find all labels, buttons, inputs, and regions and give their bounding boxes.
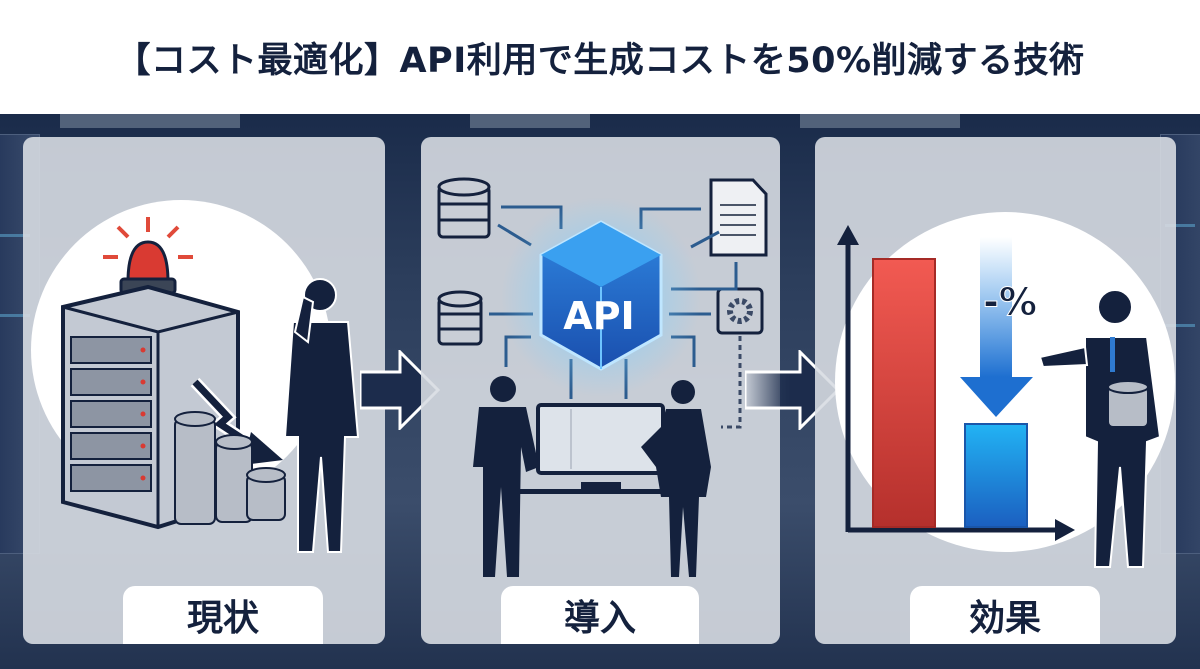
bar-chart-icon xyxy=(837,225,1075,541)
svg-text:-%: -% xyxy=(983,280,1037,324)
server-icon xyxy=(61,284,240,530)
svg-text:API: API xyxy=(563,294,634,338)
label-current-state: 現状 xyxy=(123,586,323,644)
gear-icon xyxy=(716,287,764,335)
database-icon xyxy=(437,290,483,346)
coin-stack-icon xyxy=(1107,380,1149,428)
panel-introduction: API 導入 xyxy=(421,137,780,644)
page-title: 【コスト最適化】API利用で生成コストを50%削減する技術 xyxy=(115,40,1085,81)
panel-effect: -% 効果 xyxy=(815,137,1176,644)
colleagues-icon xyxy=(473,376,711,577)
worried-businessman-icon xyxy=(283,278,360,553)
document-icon xyxy=(709,178,768,257)
down-arrow-icon: -% xyxy=(960,237,1037,417)
coin-stack-icon xyxy=(174,411,286,525)
flow-arrow-icon xyxy=(360,350,440,430)
panel-current-state: 現状 xyxy=(23,137,385,644)
label-effect: 効果 xyxy=(910,586,1100,644)
label-introduction: 導入 xyxy=(501,586,699,644)
alarm-light-icon xyxy=(103,217,193,295)
api-cube-icon: API xyxy=(501,197,701,397)
title-bar: 【コスト最適化】API利用で生成コストを50%削減する技術 xyxy=(0,0,1200,114)
database-icon xyxy=(437,177,491,239)
